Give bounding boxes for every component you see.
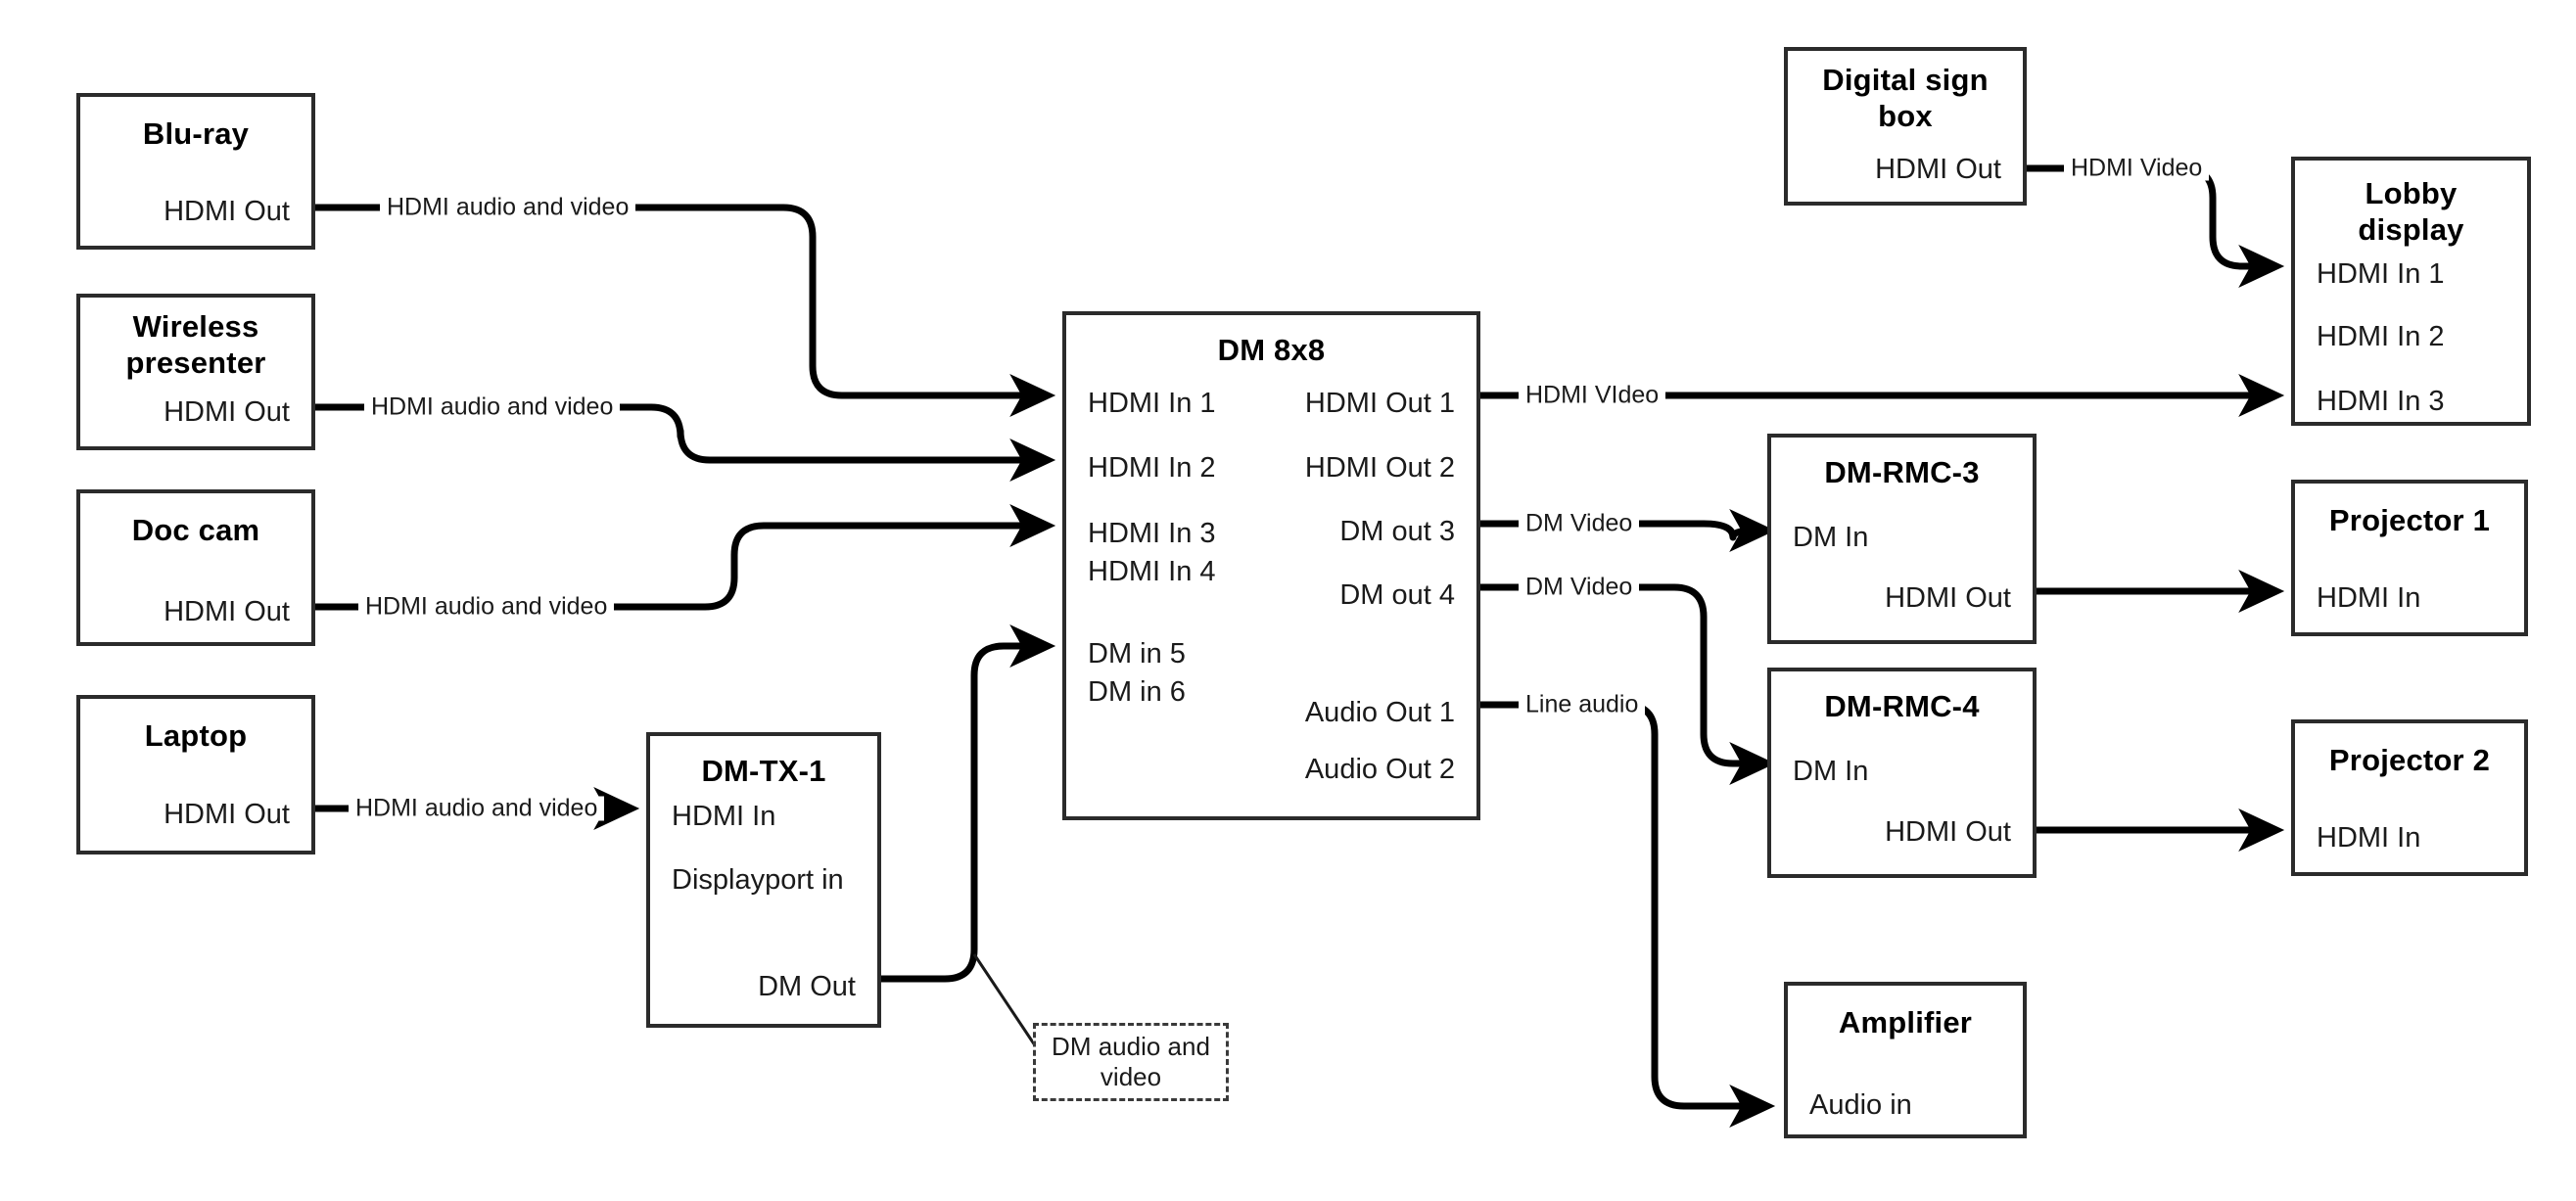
wire-dm8x8-out3-to-dmrmc3	[1480, 508, 1776, 553]
node-dm-rmc-3[interactable]: DM-RMC-3 DM In HDMI Out	[1767, 434, 2037, 644]
projector-1-port-hdmi-in: HDMI In	[2317, 582, 2421, 614]
wire-label-laptop: HDMI audio and video	[349, 796, 605, 821]
dm-8x8-output-dm-out-4: DM out 4	[1339, 579, 1455, 611]
node-lobby-display[interactable]: Lobby display HDMI In 1 HDMI In 2 HDMI I…	[2291, 157, 2531, 426]
bluray-title: Blu-ray	[142, 116, 250, 151]
doc-cam-port-hdmi-out: HDMI Out	[164, 596, 290, 627]
dm-rmc-3-port-hdmi-out: HDMI Out	[1885, 582, 2011, 614]
dm-8x8-input-dm-in-6: DM in 6	[1088, 676, 1186, 708]
dm-8x8-input-hdmi-in-3: HDMI In 3	[1088, 518, 1216, 549]
amplifier-title: Amplifier	[1838, 1005, 1973, 1039]
dm-tx-1-port-hdmi-in: HDMI In	[672, 801, 776, 832]
lobby-display-port-hdmi-in-1: HDMI In 1	[2317, 258, 2445, 290]
wire-label-digitalsign: HDMI Video	[2064, 156, 2210, 181]
dm-8x8-output-hdmi-out-2: HDMI Out 2	[1304, 452, 1455, 484]
digital-sign-box-title: Digital sign box	[1822, 63, 1989, 133]
amplifier-port-audio-in: Audio in	[1809, 1089, 1912, 1121]
dm-8x8-input-dm-in-5: DM in 5	[1088, 638, 1186, 670]
dm-8x8-output-dm-out-3: DM out 3	[1339, 516, 1455, 547]
dm-8x8-output-audio-out-2: Audio Out 2	[1304, 754, 1455, 785]
node-laptop[interactable]: Laptop HDMI Out	[76, 695, 315, 855]
wire-bluray-to-dm8x8-in1	[315, 204, 1056, 418]
note-leader-line	[972, 953, 1037, 1046]
laptop-port-hdmi-out: HDMI Out	[164, 799, 290, 830]
dm-rmc-3-title: DM-RMC-3	[1824, 455, 1980, 489]
wire-label-dm-out3: DM Video	[1519, 511, 1640, 536]
node-bluray[interactable]: Blu-ray HDMI Out	[76, 93, 315, 250]
lobby-display-port-hdmi-in-3: HDMI In 3	[2317, 386, 2445, 417]
wire-digitalsign-to-lobby-in1	[2027, 164, 2285, 289]
node-dm-8x8[interactable]: DM 8x8 HDMI In 1 HDMI In 2 HDMI In 3 HDM…	[1062, 311, 1480, 820]
wireless-presenter-port-hdmi-out: HDMI Out	[164, 396, 290, 428]
lobby-display-port-hdmi-in-2: HDMI In 2	[2317, 321, 2445, 352]
projector-2-port-hdmi-in: HDMI In	[2317, 822, 2421, 854]
node-amplifier[interactable]: Amplifier Audio in	[1784, 982, 2027, 1138]
note-dm-audio-and-video: DM audio and video	[1033, 1023, 1229, 1101]
dm-tx-1-port-dm-out: DM Out	[758, 971, 856, 1002]
wireless-presenter-title: Wireless presenter	[125, 309, 266, 380]
bluray-port-hdmi-out: HDMI Out	[164, 196, 290, 227]
wire-dm8x8-out4-to-dmrmc4	[1480, 583, 1776, 786]
note-text: DM audio and video	[1052, 1031, 1210, 1091]
dm-rmc-3-port-dm-in: DM In	[1793, 522, 1869, 553]
dm-rmc-4-port-dm-in: DM In	[1793, 756, 1869, 787]
dm-tx-1-port-displayport-in: Displayport in	[672, 864, 844, 896]
node-dm-tx-1[interactable]: DM-TX-1 HDMI In Displayport in DM Out	[646, 732, 881, 1028]
node-dm-rmc-4[interactable]: DM-RMC-4 DM In HDMI Out	[1767, 668, 2037, 878]
dm-8x8-output-hdmi-out-1: HDMI Out 1	[1304, 388, 1455, 419]
wire-label-hdmi-out1: HDMI VIdeo	[1519, 383, 1666, 408]
doc-cam-title: Doc cam	[131, 513, 260, 547]
dm-8x8-input-hdmi-in-4: HDMI In 4	[1088, 556, 1216, 587]
node-digital-sign-box[interactable]: Digital sign box HDMI Out	[1784, 47, 2027, 206]
dm-8x8-input-hdmi-in-1: HDMI In 1	[1088, 388, 1216, 419]
laptop-title: Laptop	[144, 718, 248, 753]
wire-label-wireless: HDMI audio and video	[364, 394, 621, 420]
node-projector-1[interactable]: Projector 1 HDMI In	[2291, 480, 2528, 636]
node-doc-cam[interactable]: Doc cam HDMI Out	[76, 489, 315, 646]
wire-label-line-audio: Line audio	[1519, 692, 1646, 717]
digital-sign-box-port-hdmi-out: HDMI Out	[1875, 154, 2001, 185]
dm-rmc-4-title: DM-RMC-4	[1824, 689, 1980, 723]
dm-tx-1-title: DM-TX-1	[701, 754, 826, 788]
node-projector-2[interactable]: Projector 2 HDMI In	[2291, 719, 2528, 876]
projector-2-title: Projector 2	[2328, 743, 2491, 777]
dm-8x8-title: DM 8x8	[1217, 333, 1326, 367]
wire-label-dm-out4: DM Video	[1519, 575, 1640, 600]
wire-wireless-to-dm8x8-in2	[315, 403, 1056, 483]
dm-rmc-4-port-hdmi-out: HDMI Out	[1885, 816, 2011, 848]
lobby-display-title: Lobby display	[2358, 176, 2464, 247]
wire-label-doccam: HDMI audio and video	[358, 594, 615, 620]
projector-1-title: Projector 1	[2328, 503, 2491, 537]
dm-8x8-output-audio-out-1: Audio Out 1	[1304, 697, 1455, 728]
wire-label-bluray: HDMI audio and video	[380, 195, 636, 220]
dm-8x8-input-hdmi-in-2: HDMI In 2	[1088, 452, 1216, 484]
node-wireless-presenter[interactable]: Wireless presenter HDMI Out	[76, 294, 315, 450]
wire-doccam-to-dm8x8-in3	[315, 503, 1056, 611]
wire-dmtx1-to-dm8x8-in5	[881, 624, 1056, 983]
